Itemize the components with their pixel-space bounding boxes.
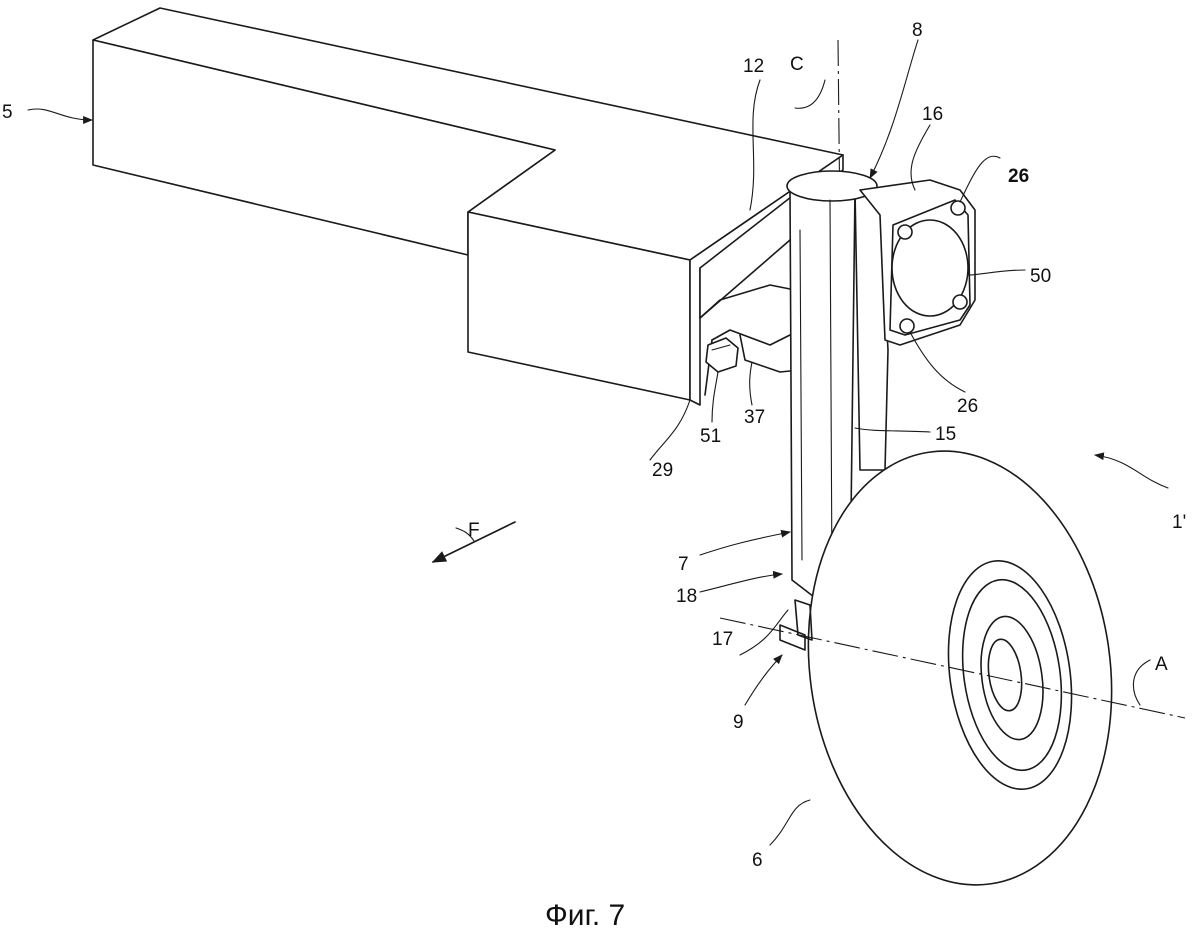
label-9: 9 xyxy=(733,712,744,733)
frame-beam xyxy=(92,7,844,406)
label-18: 18 xyxy=(676,586,697,607)
label-16: 16 xyxy=(922,104,943,125)
wheel xyxy=(807,450,1113,886)
label-1-prime: 1' xyxy=(1172,512,1186,533)
label-51: 51 xyxy=(700,426,721,447)
bolt-icon xyxy=(950,200,966,216)
axle xyxy=(779,599,813,651)
direction-arrow xyxy=(431,521,516,563)
label-17: 17 xyxy=(712,629,733,650)
label-f: F xyxy=(468,520,480,541)
label-a: A xyxy=(1155,654,1168,675)
bolt-icon xyxy=(897,224,913,240)
label-37: 37 xyxy=(744,407,765,428)
label-29: 29 xyxy=(652,460,673,481)
label-7: 7 xyxy=(678,554,689,575)
figure-caption: Фиг. 7 xyxy=(545,899,625,932)
bolt-icon xyxy=(952,294,968,310)
label-50: 50 xyxy=(1030,266,1051,287)
leader-lines xyxy=(27,39,1169,846)
label-26-bottom: 26 xyxy=(957,396,978,417)
label-8: 8 xyxy=(912,20,923,41)
label-c: C xyxy=(790,54,804,75)
bolt-icon xyxy=(899,318,915,334)
label-6: 6 xyxy=(752,850,763,871)
label-15: 15 xyxy=(935,424,956,445)
hub-housing xyxy=(859,179,976,346)
column xyxy=(786,170,889,601)
label-26-top: 26 xyxy=(1008,166,1029,187)
label-12: 12 xyxy=(743,56,764,77)
label-5: 5 xyxy=(2,102,13,123)
axis-a xyxy=(719,617,1186,719)
